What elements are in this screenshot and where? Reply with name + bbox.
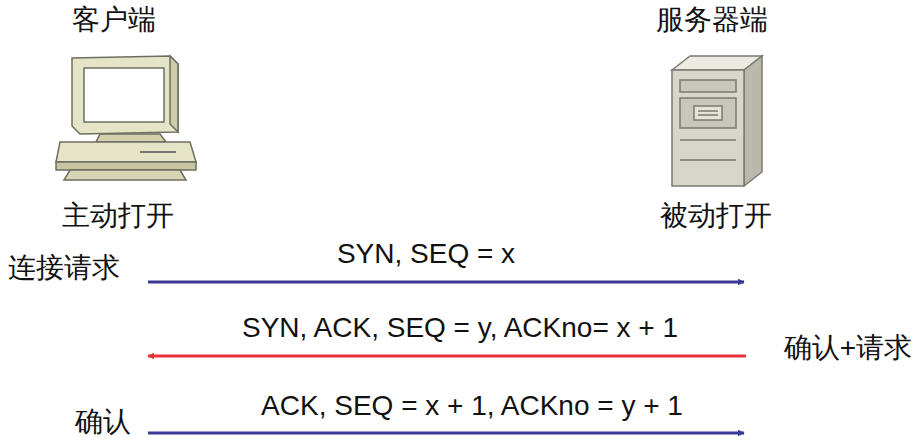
client-computer-icon — [56, 56, 196, 180]
step-label: 连接请求 — [8, 252, 120, 284]
message-label: SYN, ACK, SEQ = y, ACKno= x + 1 — [242, 312, 678, 344]
node-heading: 服务器端 — [656, 4, 768, 36]
node-caption: 主动打开 — [62, 200, 174, 232]
node-heading: 客户端 — [72, 4, 156, 36]
node-caption: 被动打开 — [660, 200, 772, 232]
server-icon — [672, 56, 762, 186]
message-label: ACK, SEQ = x + 1, ACKno = y + 1 — [261, 390, 683, 422]
message-arrow — [148, 355, 746, 358]
step-label: 确认 — [75, 406, 131, 438]
message-label: SYN, SEQ = x — [337, 238, 515, 270]
step-label: 确认+请求 — [784, 332, 912, 364]
message-arrow — [148, 432, 744, 435]
message-arrow — [148, 281, 744, 284]
